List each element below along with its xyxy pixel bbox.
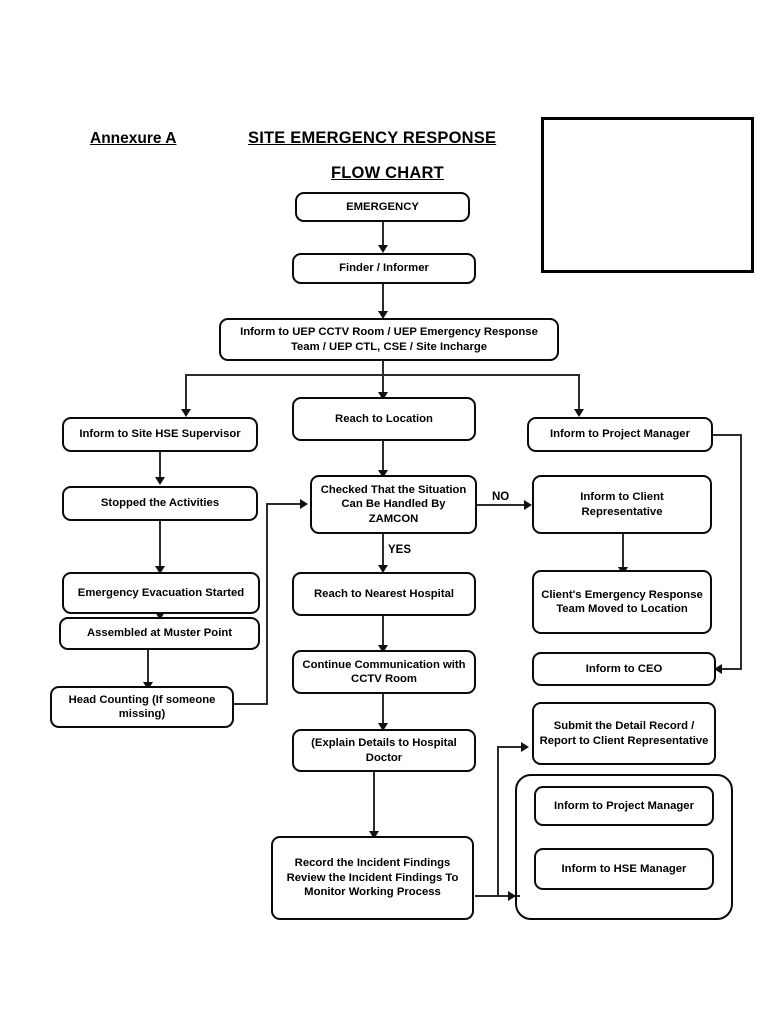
node-submit-detail-record[interactable]: Submit the Detail Record / Report to Cli… [532, 702, 716, 765]
empty-placeholder-box [541, 117, 754, 273]
arrowhead-evacuation [155, 566, 165, 574]
connector-pm-loop-down [740, 434, 742, 669]
node-finder-informer[interactable]: Finder / Informer [292, 253, 476, 284]
arrowhead-checked-from-headcount [300, 499, 308, 509]
arrowhead-reach-location [378, 392, 388, 400]
node-reach-nearest-hospital[interactable]: Reach to Nearest Hospital [292, 572, 476, 616]
annexure-label: Annexure A [90, 130, 177, 147]
node-reach-to-location[interactable]: Reach to Location [292, 397, 476, 441]
arrowhead-client-representative [524, 500, 532, 510]
connector-clientrep-to-team [622, 534, 624, 570]
node-inform-hse-manager[interactable]: Inform to HSE Manager [534, 848, 714, 890]
arrowhead-uep [378, 311, 388, 319]
connector-emergency-to-finder [382, 221, 384, 247]
node-stopped-activities[interactable]: Stopped the Activities [62, 486, 258, 521]
arrowhead-stopped-activities [155, 477, 165, 485]
connector-uep-to-project-manager [578, 374, 580, 411]
connector-headcount-into-checked [266, 503, 302, 505]
node-record-findings[interactable]: Record the Incident Findings Review the … [271, 836, 474, 920]
node-inform-project-manager-top[interactable]: Inform to Project Manager [527, 417, 713, 452]
node-inform-site-hse-supervisor[interactable]: Inform to Site HSE Supervisor [62, 417, 258, 452]
connector-comm-to-explain [382, 694, 384, 726]
node-inform-uep[interactable]: Inform to UEP CCTV Room / UEP Emergency … [219, 318, 559, 361]
connector-pm-loop-into-ceo [722, 668, 742, 670]
arrowhead-record-findings [369, 831, 379, 839]
connector-hospital-to-comm [382, 616, 384, 648]
chart-title-line-2: FLOW CHART [331, 164, 444, 182]
connector-pm-loop-right [712, 434, 742, 436]
node-inform-client-representative[interactable]: Inform to Client Representative [532, 475, 712, 534]
connector-uep-to-reach-location [382, 374, 384, 394]
node-explain-details[interactable]: (Explain Details to Hospital Doctor [292, 729, 476, 772]
edge-label-yes: YES [388, 544, 412, 556]
connector-uep-stem [382, 360, 384, 375]
group-container-informs [515, 774, 733, 920]
node-assembled-muster-point[interactable]: Assembled at Muster Point [59, 617, 260, 650]
arrowhead-submit-detail-record [521, 742, 529, 752]
connector-explain-to-record [373, 772, 375, 834]
arrowhead-explain-details [378, 723, 388, 731]
connector-checked-no-branch [477, 504, 530, 506]
connector-record-right [475, 895, 520, 897]
connector-finder-to-uep [382, 283, 384, 313]
connector-checked-yes-branch [382, 534, 384, 568]
edge-label-no: NO [492, 491, 510, 503]
arrowhead-muster-point [155, 612, 165, 620]
node-inform-ceo[interactable]: Inform to CEO [532, 652, 716, 686]
arrowhead-group-box [508, 891, 516, 901]
chart-title-line-1: SITE EMERGENCY RESPONSE [248, 129, 497, 147]
arrowhead-checked [378, 470, 388, 478]
connector-uep-to-hse-supervisor [185, 374, 187, 411]
node-emergency-evacuation[interactable]: Emergency Evacuation Started [62, 572, 260, 614]
connector-location-to-checked [382, 441, 384, 473]
arrowhead-finder [378, 245, 388, 253]
node-head-counting[interactable]: Head Counting (If someone missing) [50, 686, 234, 728]
arrowhead-hse-supervisor [181, 409, 191, 417]
node-emergency[interactable]: EMERGENCY [295, 192, 470, 222]
connector-record-up [497, 747, 499, 896]
connector-stopped-to-evacuation [159, 520, 161, 568]
arrowhead-inform-ceo [714, 664, 722, 674]
connector-headcount-right [233, 703, 268, 705]
node-continue-communication[interactable]: Continue Communication with CCTV Room [292, 650, 476, 694]
connector-headcount-up [266, 504, 268, 705]
arrowhead-project-manager [574, 409, 584, 417]
connector-record-to-submit [497, 746, 527, 748]
arrowhead-nearest-hospital [378, 565, 388, 573]
node-checked-situation[interactable]: Checked That the Situation Can Be Handle… [310, 475, 477, 534]
arrowhead-continue-communication [378, 645, 388, 653]
connector-muster-to-head-count [147, 649, 149, 684]
connector-hse-to-stopped [159, 452, 161, 479]
node-inform-project-manager-bottom[interactable]: Inform to Project Manager [534, 786, 714, 826]
node-client-emergency-team[interactable]: Client's Emergency Response Team Moved t… [532, 570, 712, 634]
